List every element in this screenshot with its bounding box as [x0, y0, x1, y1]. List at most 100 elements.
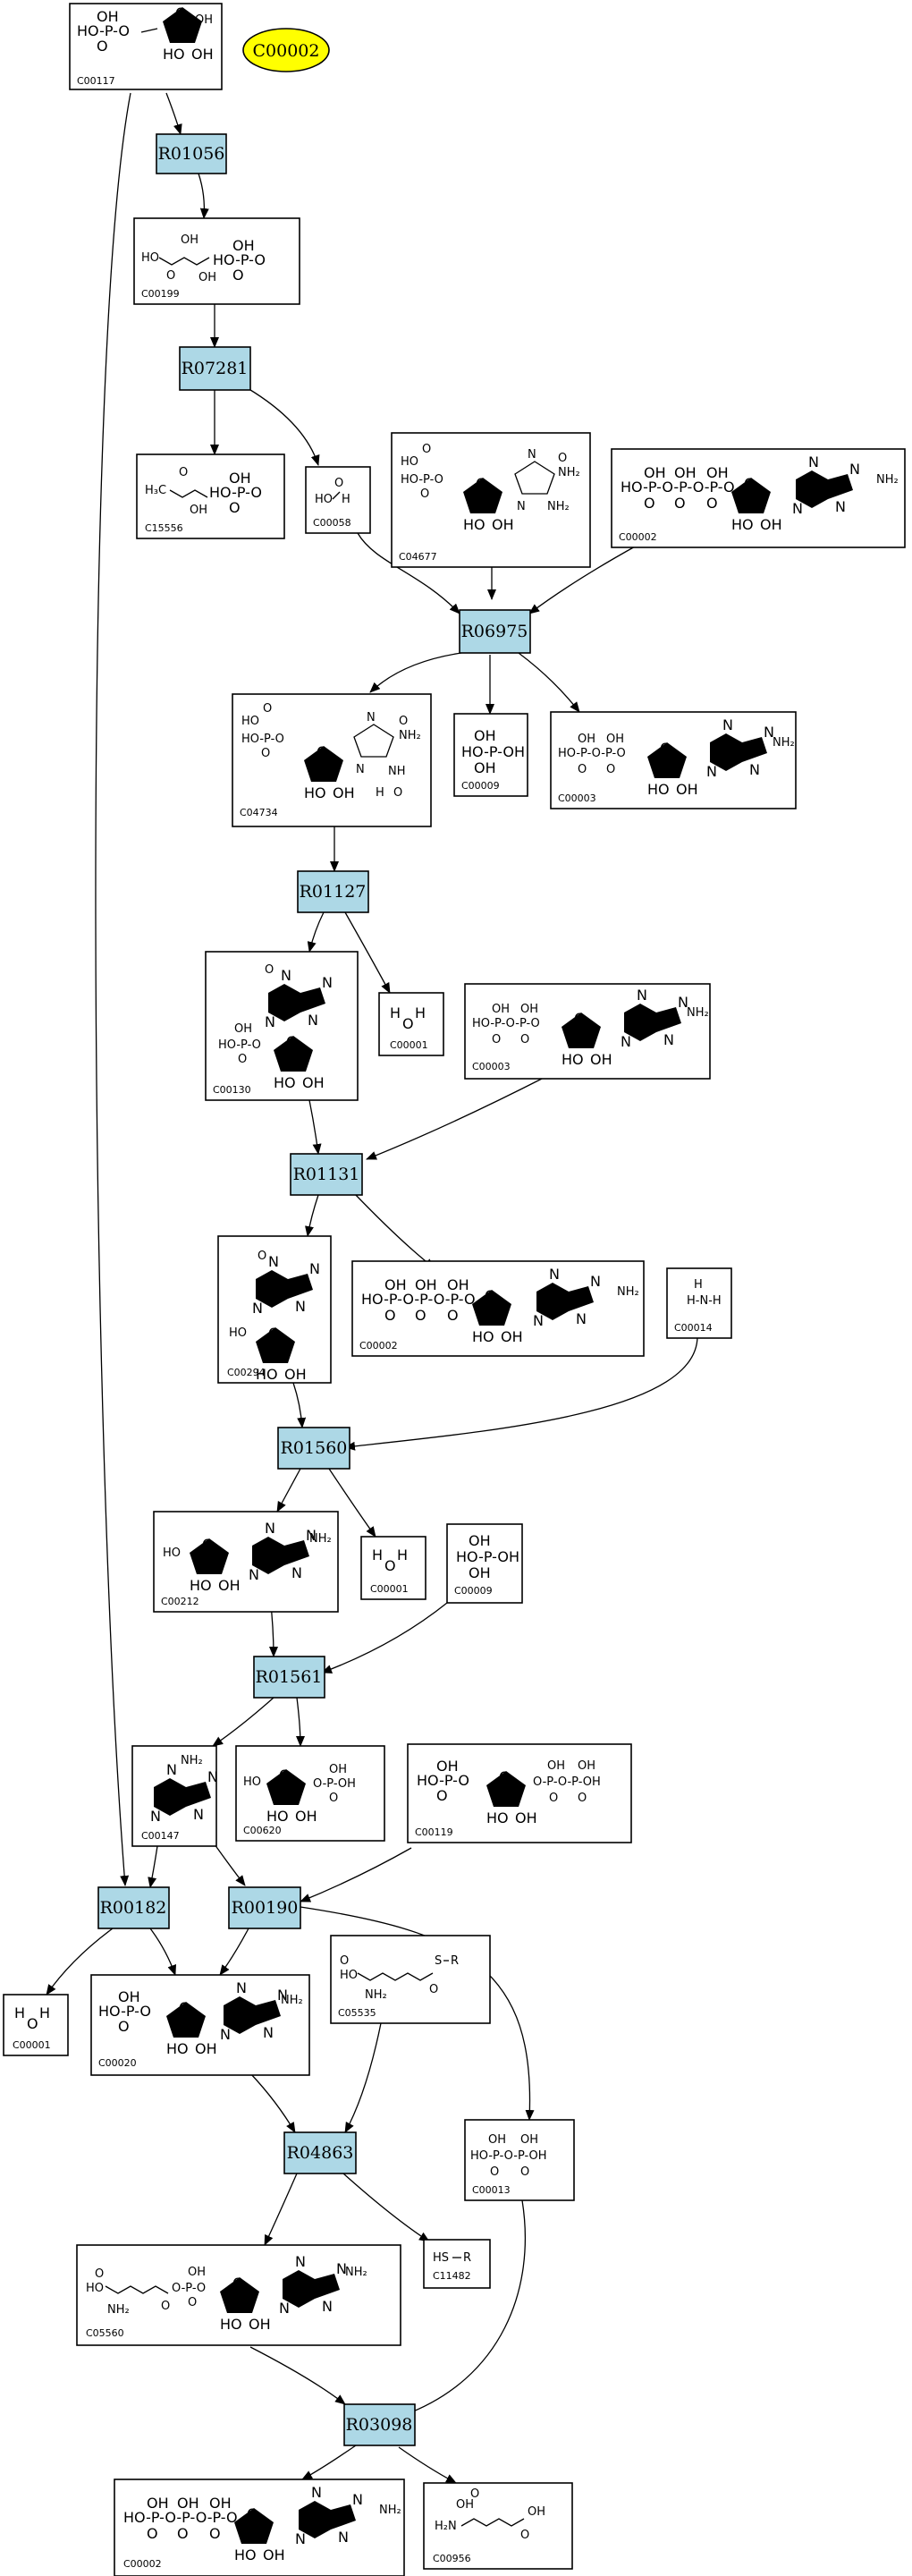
reaction-box[interactable]: [97, 1886, 170, 1929]
compound-n08[interactable]: C00009: [453, 713, 528, 797]
compound-n14[interactable]: NH₂ C00002: [351, 1260, 645, 1357]
compound-n11[interactable]: C00001: [378, 992, 444, 1056]
reaction-box[interactable]: [459, 609, 531, 654]
reaction-box[interactable]: [253, 1656, 325, 1699]
reaction-label: R01561: [256, 1667, 323, 1687]
reaction-label: R01560: [281, 1438, 348, 1458]
svg-text:HO: HO: [401, 455, 418, 469]
compound-box[interactable]: [666, 1267, 732, 1339]
reaction-R01560[interactable]: R01560: [277, 1427, 350, 1470]
svg-text:R: R: [463, 2251, 471, 2265]
edge: [198, 173, 209, 219]
reaction-R00190[interactable]: R00190: [228, 1886, 301, 1929]
compound-n06[interactable]: NH₂ C00002: [611, 448, 906, 548]
svg-text:O: O: [578, 1792, 587, 1805]
reaction-R01056[interactable]: R01056: [156, 133, 227, 174]
compound-box[interactable]: [305, 466, 371, 534]
compound-id: C04677: [399, 551, 437, 563]
reaction-box[interactable]: [277, 1427, 350, 1470]
compound-n15[interactable]: HH-N-H C00014: [666, 1267, 732, 1339]
svg-text:O: O: [520, 2529, 529, 2542]
edge: [369, 652, 462, 693]
reaction-R00182[interactable]: R00182: [97, 1886, 170, 1929]
svg-text:S: S: [435, 1954, 442, 1968]
svg-text:OH: OH: [234, 1022, 252, 1036]
svg-text:OH: OH: [528, 2505, 545, 2519]
compound-box[interactable]: [423, 2239, 491, 2289]
reaction-box[interactable]: [179, 346, 251, 391]
compound-id: C00620: [243, 1825, 282, 1836]
compound-n19[interactable]: NH₂ C00147: [131, 1745, 218, 1847]
compound-box[interactable]: [464, 2119, 575, 2201]
svg-text:NH₂: NH₂: [309, 1532, 332, 1546]
compound-n03[interactable]: H₃C OOH C15556: [136, 453, 285, 539]
title-ellipse[interactable]: C00002: [242, 28, 330, 72]
edge: [518, 652, 580, 713]
svg-text:N: N: [528, 448, 536, 462]
svg-text:HO-P-O-P-O: HO-P-O-P-O: [558, 747, 626, 760]
edge: [307, 911, 325, 953]
reaction-R04863[interactable]: R04863: [283, 2131, 357, 2174]
reaction-R03098[interactable]: R03098: [343, 2403, 416, 2446]
compound-n17[interactable]: C00001: [360, 1536, 426, 1600]
svg-text:HO: HO: [229, 1326, 247, 1340]
compound-n16[interactable]: HO NH₂ C00212: [153, 1511, 339, 1613]
compound-n01[interactable]: OH C00117: [69, 3, 223, 90]
reaction-box[interactable]: [297, 870, 369, 913]
reaction-box[interactable]: [228, 1886, 301, 1929]
svg-text:NH₂: NH₂: [558, 466, 580, 479]
reaction-box[interactable]: [283, 2131, 357, 2174]
compound-n29[interactable]: OHO H₂N OHO C00956: [423, 2482, 573, 2570]
edge: [353, 1192, 435, 1269]
svg-text:O: O: [265, 963, 274, 977]
reaction-box[interactable]: [290, 1153, 363, 1196]
highlight-ellipse[interactable]: [242, 28, 330, 72]
reaction-R01127[interactable]: R01127: [297, 870, 369, 913]
compound-n13[interactable]: O HO C00294: [217, 1235, 332, 1384]
svg-text:H₃C: H₃C: [145, 484, 166, 497]
reaction-R01561[interactable]: R01561: [253, 1656, 325, 1699]
edge: [219, 1928, 249, 1976]
svg-text:NH₂: NH₂: [773, 736, 795, 750]
reaction-R06975[interactable]: R06975: [459, 609, 531, 654]
reaction-box[interactable]: [343, 2403, 416, 2446]
compound-n22[interactable]: C00001: [3, 1994, 69, 2056]
compound-n28[interactable]: NH₂ C00002: [114, 2479, 405, 2576]
reaction-box[interactable]: [156, 133, 227, 174]
compound-box[interactable]: [330, 1935, 491, 2024]
compound-id: C00013: [472, 2184, 511, 2196]
svg-text:R: R: [451, 1954, 459, 1968]
svg-text:HO: HO: [141, 251, 159, 265]
structure-drawing: HO NH₂: [163, 1520, 332, 1594]
compound-n23[interactable]: NH₂ C00020: [90, 1974, 310, 2076]
compound-n18[interactable]: C00009: [446, 1523, 523, 1604]
structure-drawing: O HO: [229, 1250, 320, 1383]
compound-box[interactable]: [235, 1745, 385, 1842]
reaction-R01131[interactable]: R01131: [290, 1153, 363, 1196]
reaction-R07281[interactable]: R07281: [179, 346, 251, 391]
compound-id: C00002: [619, 531, 657, 543]
svg-text:H-N-H: H-N-H: [687, 1294, 722, 1308]
compound-id: C05535: [338, 2007, 376, 2019]
compound-box[interactable]: [423, 2482, 573, 2570]
edge: [46, 1928, 114, 1996]
edge: [249, 2072, 296, 2133]
svg-text:O: O: [606, 763, 615, 776]
